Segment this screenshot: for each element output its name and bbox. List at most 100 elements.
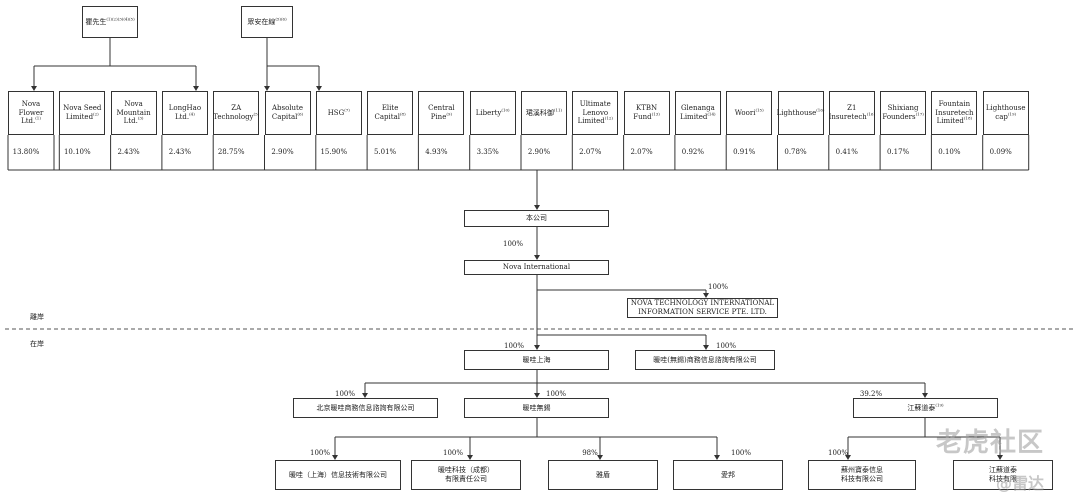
jsxt-pct: 39.2% [859, 390, 883, 398]
shareholder-pct-5: 28.75% [217, 148, 245, 156]
founder-box-zhu-label: 瞿先生(1)(2)(3)(4)(5) [85, 16, 135, 26]
shareholder-pct-15: 0.91% [733, 148, 756, 156]
arrowhead [597, 455, 603, 460]
cd-box-label: 暖哇科技（成都） 有限責任公司 [438, 466, 494, 483]
founder-box-zhu-note: (1)(2)(3)(4)(5) [106, 16, 135, 22]
shareholder-box-11-label: 珺溪科御(11) [525, 107, 563, 117]
wuxi-info-pct: 100% [715, 342, 737, 350]
suzhou-pct: 100% [827, 449, 849, 457]
shareholder-box-3: Nova Mountain Ltd.(3) [110, 91, 157, 135]
wuxi-info-box-label: 暖哇(無錫)商務信息諮詢有限公司 [653, 355, 757, 364]
shareholder-pct-7: 15.90% [320, 148, 348, 156]
shareholder-box-8-note: (8) [400, 111, 406, 117]
shareholder-box-14-note: (14) [707, 111, 716, 117]
region-label-offshore: 離岸 [30, 313, 44, 321]
arrowhead [703, 345, 709, 350]
arrowhead [264, 86, 270, 91]
bj-box-label: 北京暖哇商務信息諮詢有限公司 [316, 403, 415, 412]
arrowhead [922, 393, 928, 398]
shareholder-box-11-note: (11) [553, 107, 563, 113]
shareholder-pct-14: 0.92% [681, 148, 705, 156]
shareholder-box-12-label: Ultimate Lenovo Limited(12) [577, 99, 613, 126]
shareholder-pct-3: 2.43% [117, 148, 140, 156]
shareholder-box-10-note: (10) [501, 107, 510, 113]
arrowhead [845, 455, 851, 460]
bj-pct: 100% [334, 390, 356, 398]
shareholder-box-18: Shixiang Founders(17) [880, 91, 927, 135]
wuxi-info-box: 暖哇(無錫)商務信息諮詢有限公司 [635, 350, 775, 370]
shareholder-box-8: Elite Capital(8) [367, 91, 414, 135]
shareholder-box-8-label: Elite Capital(8) [374, 104, 406, 121]
founder-box-za-label: 眾安在線(5)(6) [247, 16, 287, 26]
shareholder-box-17-note: (16) [866, 111, 876, 117]
sh-it-box-label: 暖哇（上海）信息技術有限公司 [289, 470, 387, 479]
ntiis-pct: 100% [707, 283, 729, 291]
shareholder-pct-20: 0.09% [989, 148, 1012, 156]
shareholder-pct-9: 4.93% [425, 148, 448, 156]
shareholder-box-4-label: LongHao Ltd.(4) [168, 104, 202, 121]
shareholder-pct-10: 3.35% [476, 148, 499, 156]
yadun-box-label: 雅盾 [596, 470, 610, 479]
shareholder-box-4-note: (4) [189, 111, 195, 117]
nova-intl-box-label: Nova International [502, 263, 571, 272]
shareholder-box-16-note: (16) [816, 107, 825, 113]
shanghai-pct: 100% [503, 342, 525, 350]
arrowhead [534, 255, 540, 260]
shareholder-box-2: Nova Seed Limited(2) [59, 91, 106, 135]
founder-box-zhu: 瞿先生(1)(2)(3)(4)(5) [82, 6, 138, 38]
shareholder-box-10: Liberty(10) [469, 91, 516, 135]
shareholder-box-11: 珺溪科御(11) [521, 91, 567, 135]
shareholder-pct-8: 5.01% [373, 148, 397, 156]
yadun-pct: 98% [582, 449, 598, 457]
shareholder-box-14-label: Glenanga Limited(14) [680, 104, 716, 121]
shareholder-box-9-label: Central Pine(9) [428, 104, 455, 121]
shareholder-pct-19: 0.10% [938, 148, 961, 156]
shareholder-box-5-label: ZA Technology(5) [213, 104, 260, 121]
aibang-box: 愛邦 [673, 460, 783, 490]
shanghai-box: 暖哇上海 [464, 350, 609, 370]
shareholder-box-15: Woori(15) [726, 91, 773, 135]
sh-it-box: 暖哇（上海）信息技術有限公司 [275, 460, 401, 490]
shareholder-box-15-label: Woori(15) [734, 107, 764, 117]
arrowhead [31, 86, 37, 91]
jsxt-box-note: (19) [935, 402, 944, 408]
shareholder-box-19: Fountain Insuretech Limited(18) [931, 91, 978, 135]
nova-intl-pct: 100% [502, 240, 524, 248]
shareholder-box-20-label: Lighthouse cap(19) [985, 104, 1026, 121]
shareholder-box-3-label: Nova Mountain Ltd.(3) [116, 99, 151, 126]
shareholder-box-3-note: (3) [137, 116, 144, 122]
shareholder-pct-6: 2.90% [271, 148, 294, 156]
company-box-label: 本公司 [526, 214, 547, 223]
shareholder-box-5: ZA Technology(5) [213, 91, 260, 135]
shareholder-box-6-label: Absolute Capital(6) [271, 104, 304, 121]
jsxt-tech-box-label: 江蘇道泰 科技有限 [989, 466, 1017, 483]
ntiis-box: NOVA TECHNOLOGY INTERNATIONAL INFORMATIO… [627, 298, 778, 318]
shareholder-box-2-note: (2) [93, 111, 99, 117]
yadun-box: 雅盾 [548, 460, 658, 490]
shareholder-box-18-note: (17) [915, 111, 924, 117]
aibang-pct: 100% [730, 449, 752, 457]
shareholder-box-4: LongHao Ltd.(4) [161, 91, 208, 135]
jsxt-tech-box: 江蘇道泰 科技有限 [953, 460, 1053, 490]
arrowhead [316, 86, 322, 91]
wuxi-box-label: 暖哇無錫 [522, 403, 551, 412]
shanghai-box-label: 暖哇上海 [522, 355, 551, 364]
shareholder-box-15-note: (15) [755, 107, 764, 113]
shareholder-box-6-note: (6) [297, 111, 304, 117]
shareholder-box-19-note: (18) [963, 116, 973, 122]
shareholder-box-17: Z1 Insuretech(16) [829, 91, 875, 135]
suzhou-box: 蘇州寶泰信息 科技有限公司 [808, 460, 916, 490]
shareholder-pct-18: 0.17% [886, 148, 910, 156]
region-label-onshore: 在岸 [30, 340, 44, 348]
shareholder-box-14: Glenanga Limited(14) [674, 91, 721, 135]
arrowhead [193, 86, 199, 91]
shareholder-pct-1: 13.80% [12, 148, 40, 156]
nova-intl-box: Nova International [464, 260, 609, 275]
shareholder-pct-4: 2.43% [168, 148, 192, 156]
shareholder-box-16: Lighthouse(16) [777, 91, 825, 135]
shareholder-box-10-label: Liberty(10) [475, 107, 510, 117]
arrowhead [534, 393, 540, 398]
arrowhead [703, 293, 709, 298]
shareholder-pct-12: 2.07% [579, 148, 602, 156]
shareholder-box-7-label: HSG(7) [327, 107, 350, 117]
